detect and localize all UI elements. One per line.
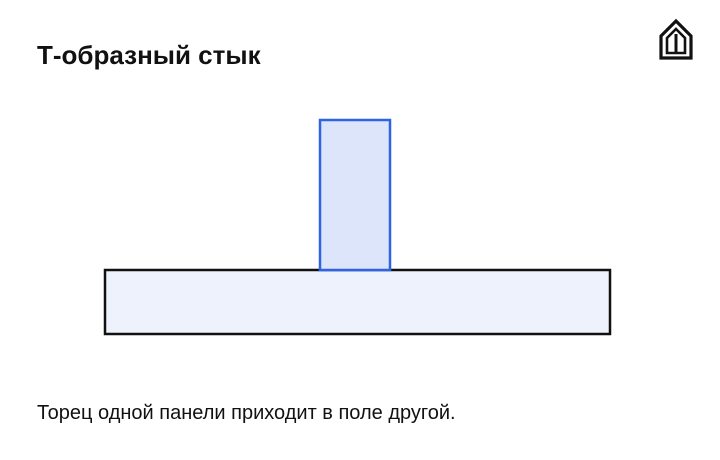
base-panel bbox=[103, 268, 612, 336]
caption-text: Торец одной панели приходит в поле друго… bbox=[37, 402, 456, 424]
page-title: Т-образный стык bbox=[37, 40, 261, 70]
abutting-panel bbox=[318, 118, 392, 272]
house-brand-icon bbox=[659, 18, 693, 60]
